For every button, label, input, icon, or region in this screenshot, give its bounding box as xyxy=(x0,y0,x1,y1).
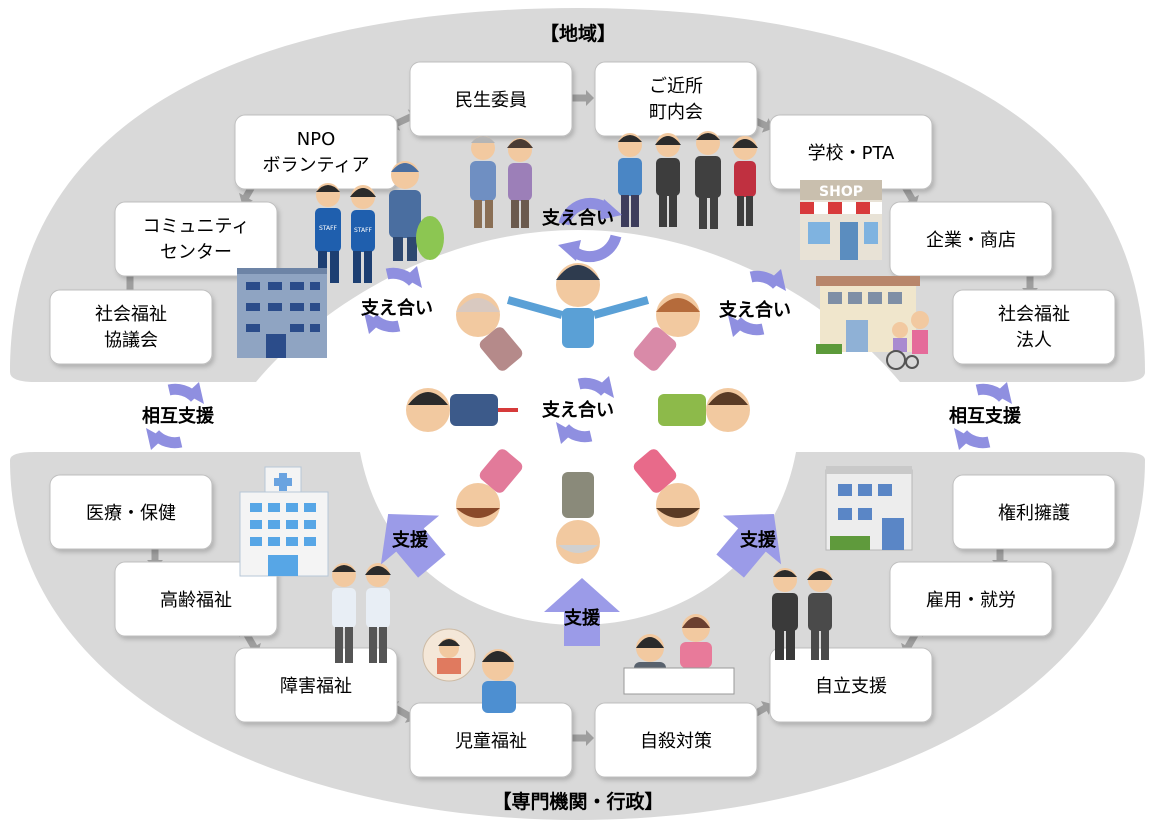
person-icon xyxy=(456,449,523,527)
box-minsei-iin: 民生委員 xyxy=(409,61,573,137)
agency-region-label: 【専門機関・行政】 xyxy=(492,790,663,813)
counseling-icon xyxy=(623,614,735,695)
person-icon xyxy=(633,449,700,527)
box-suicide-prevention: 自殺対策 xyxy=(594,702,758,778)
mutual-aid-label-center: 支え合い xyxy=(541,399,614,421)
person-icon xyxy=(332,563,356,663)
central-people-circle xyxy=(406,263,750,564)
box-child-welfare: 児童福祉 xyxy=(409,702,573,778)
box-social-welfare-corporation: 社会福祉 法人 xyxy=(952,289,1116,365)
mutual-aid-label-top: 支え合い xyxy=(541,207,614,229)
box-label: 雇用・就労 xyxy=(926,590,1016,611)
box-social-welfare-council: 社会福祉 協議会 xyxy=(49,289,213,365)
box-label-line2: ボランティア xyxy=(263,155,370,176)
box-label: 医療・保健 xyxy=(86,503,176,524)
person-icon xyxy=(658,388,750,432)
box-label: 学校・PTA xyxy=(808,143,895,164)
box-independence-support: 自立支援 xyxy=(769,647,933,723)
box-label: 自立支援 xyxy=(815,676,887,697)
box-label-line1: NPO xyxy=(297,129,336,150)
person-icon xyxy=(389,161,444,261)
person-icon: STAFF xyxy=(315,183,341,283)
box-label: 児童福祉 xyxy=(455,731,527,752)
person-icon xyxy=(456,293,523,371)
staff-text: STAFF xyxy=(354,227,373,234)
box-label-line1: 社会福祉 xyxy=(95,304,167,325)
person-icon xyxy=(633,293,700,371)
community-region-label: 【地域】 xyxy=(540,22,616,45)
person-icon xyxy=(507,138,533,228)
box-rights-advocacy: 権利擁護 xyxy=(952,474,1116,550)
person-icon: STAFF xyxy=(350,185,376,283)
box-label-line1: 社会福祉 xyxy=(998,304,1070,325)
person-icon xyxy=(556,472,600,564)
box-label-line2: 町内会 xyxy=(649,102,703,123)
staff-text: STAFF xyxy=(319,225,338,232)
box-label: 自殺対策 xyxy=(640,731,712,752)
box-label: 民生委員 xyxy=(455,90,527,111)
box-disability-welfare: 障害福祉 xyxy=(234,647,398,723)
box-npo-volunteer: NPO ボランティア xyxy=(234,114,398,190)
agency-boxes: 医療・保健 権利擁護 高齢福祉 雇用・就労 障害福祉 自立支援 児童福祉 自殺 xyxy=(49,474,1116,778)
support-label-right: 支援 xyxy=(739,529,777,551)
person-icon xyxy=(470,136,496,228)
person-icon xyxy=(618,133,642,227)
box-school-pta: 学校・PTA xyxy=(769,114,933,190)
mutual-aid-label-left: 支え合い xyxy=(360,297,433,319)
box-company-shop: 企業・商店 xyxy=(889,201,1053,277)
person-icon xyxy=(695,131,721,229)
box-label-line2: 協議会 xyxy=(104,330,158,351)
box-elderly-welfare: 高齢福祉 xyxy=(114,561,278,637)
box-label-line2: センター xyxy=(160,242,232,263)
support-label-left: 支援 xyxy=(391,529,429,551)
person-icon xyxy=(772,568,798,660)
person-icon xyxy=(732,136,758,226)
mutual-aid-label-right: 支え合い xyxy=(718,299,791,321)
box-medical-health: 医療・保健 xyxy=(49,474,213,550)
person-icon xyxy=(365,563,391,663)
person-icon xyxy=(406,388,518,432)
care-facility-icon xyxy=(816,276,929,370)
office-building-icon xyxy=(825,466,913,551)
person-icon xyxy=(807,568,833,660)
support-label-bottom: 支援 xyxy=(563,607,601,629)
box-label-line1: ご近所 xyxy=(649,76,703,97)
box-label-line1: コミュニティ xyxy=(143,216,250,237)
box-label: 企業・商店 xyxy=(926,230,1016,251)
box-gokinjo-chonaikai: ご近所 町内会 xyxy=(594,61,758,137)
mutual-support-label-right: 相互支援 xyxy=(949,405,1022,427)
box-community-center: コミュニティ センター xyxy=(114,201,278,277)
community-center-building-icon xyxy=(237,268,327,358)
box-label: 高齢福祉 xyxy=(160,590,232,611)
person-icon xyxy=(506,263,650,348)
box-label-line2: 法人 xyxy=(1016,330,1052,351)
shop-sign: SHOP xyxy=(819,184,863,200)
box-label: 権利擁護 xyxy=(998,503,1070,524)
mutual-support-label-left: 相互支援 xyxy=(142,405,215,427)
phone-consultation-icon xyxy=(422,628,516,713)
community-boxes: 民生委員 ご近所 町内会 NPO ボランティア 学校・PTA コミュニティ セン… xyxy=(49,61,1116,365)
hospital-icon xyxy=(239,466,329,577)
agency-people-illustration xyxy=(332,563,833,713)
community-people-illustration: STAFF STAFF xyxy=(315,131,758,283)
box-label: 障害福祉 xyxy=(280,676,352,697)
shop-icon: SHOP xyxy=(800,180,882,260)
box-employment: 雇用・就労 xyxy=(889,561,1053,637)
person-icon xyxy=(655,133,681,227)
